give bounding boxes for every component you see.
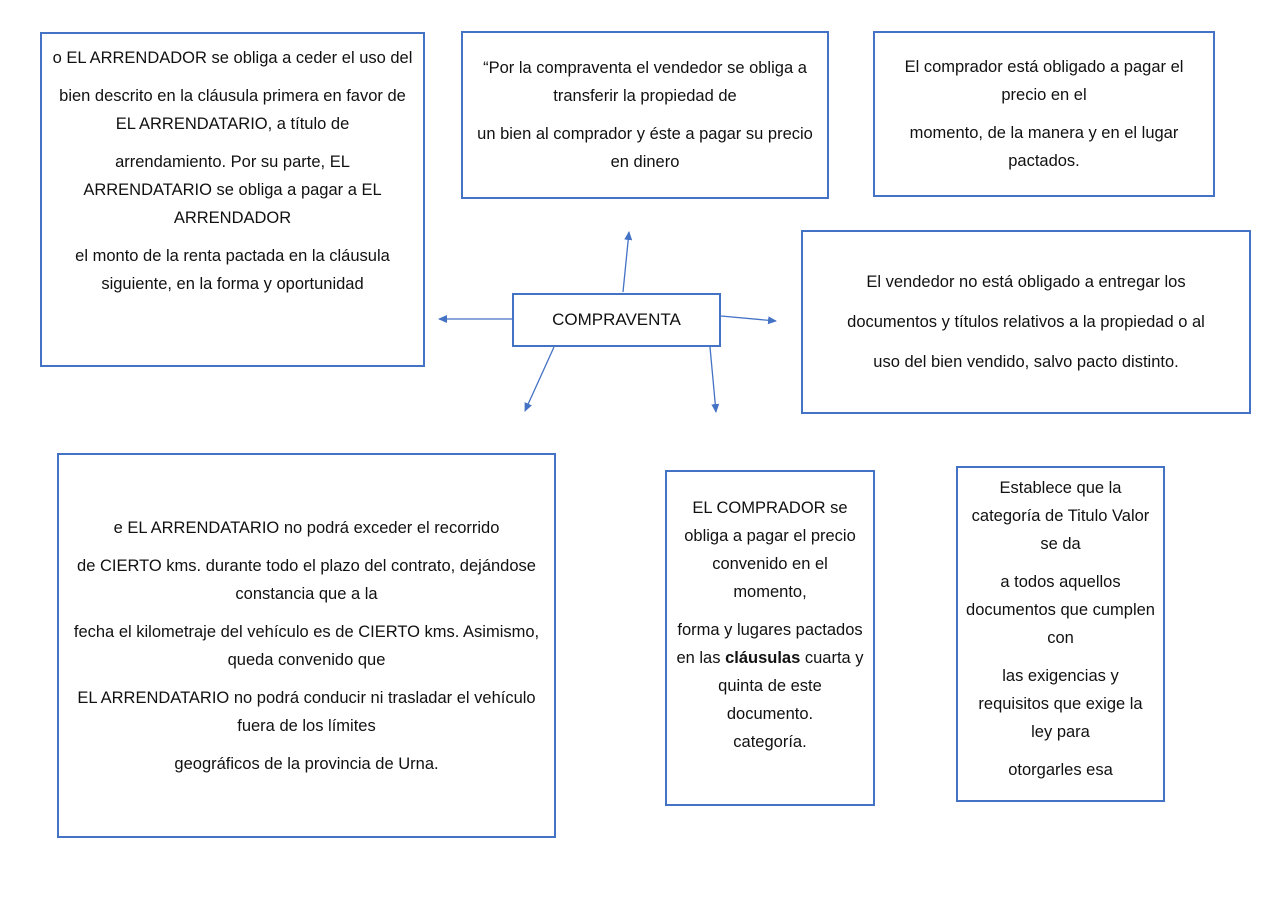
comprador-obliga-box: EL COMPRADOR se obliga a pagar el precio… — [665, 470, 875, 806]
text: un bien al comprador y éste a pagar su p… — [477, 125, 813, 171]
text: forma y lugares pactados en las cláusula… — [675, 616, 865, 728]
vendedor-box: El vendedor no está obligado a entregar … — [801, 230, 1251, 414]
text: EL COMPRADOR se obliga a pagar el precio… — [684, 499, 856, 601]
arrow-down-left — [524, 346, 555, 412]
text: categoría. — [733, 733, 807, 751]
arrow-down-right — [709, 346, 720, 413]
text: momento, de la manera y en el lugar pact… — [909, 124, 1179, 170]
text: fecha el kilometraje del vehículo es de … — [73, 622, 540, 669]
arrendatario-box: e EL ARRENDATARIO no podrá exceder el re… — [57, 453, 556, 838]
text: geográficos de la provincia de Urna. — [174, 754, 439, 773]
text: de CIERTO kms. durante todo el plazo del… — [77, 556, 536, 603]
text: las exigencias y requisitos que exige la… — [978, 667, 1143, 741]
comprador-obligado-box: El comprador está obligado a pagar el pr… — [873, 31, 1215, 197]
text: e EL ARRENDATARIO no podrá exceder el re… — [113, 518, 500, 537]
text: “Por la compraventa el vendedor se oblig… — [483, 59, 807, 105]
arrendador-box: o EL ARRENDADOR se obliga a ceder el uso… — [40, 32, 425, 367]
text: EL ARRENDATARIO no podrá conducir ni tra… — [77, 688, 536, 735]
text: a todos aquellos documentos que cumplen … — [966, 573, 1155, 647]
bold-text: cláusulas — [725, 649, 801, 667]
text: otorgarles esa — [1008, 761, 1113, 779]
text: arrendamiento. Por su parte, EL ARRENDAT… — [83, 153, 382, 227]
text: uso del bien vendido, salvo pacto distin… — [873, 353, 1179, 371]
text: Establece que la categoría de Titulo Val… — [971, 479, 1150, 553]
text: o EL ARRENDADOR se obliga a ceder el uso… — [52, 49, 413, 67]
text-part: cuarta y quinta de este documento. — [718, 649, 864, 723]
titulo-valor-box: Establece que la categoría de Titulo Val… — [956, 466, 1165, 802]
text: El comprador está obligado a pagar el pr… — [904, 58, 1184, 104]
text: documentos y títulos relativos a la prop… — [847, 313, 1205, 331]
text: el monto de la renta pactada en la cláus… — [75, 247, 390, 293]
text: bien descrito en la cláusula primera en … — [59, 87, 406, 133]
text: El vendedor no está obligado a entregar … — [866, 273, 1186, 291]
arrow-right — [720, 315, 777, 325]
definicion-box: “Por la compraventa el vendedor se oblig… — [461, 31, 829, 199]
arrow-up — [622, 231, 633, 293]
center-label: COMPRAVENTA — [552, 310, 681, 329]
text-part: forma y lugares pactados en las — [676, 621, 863, 667]
center-node: COMPRAVENTA — [512, 293, 721, 347]
